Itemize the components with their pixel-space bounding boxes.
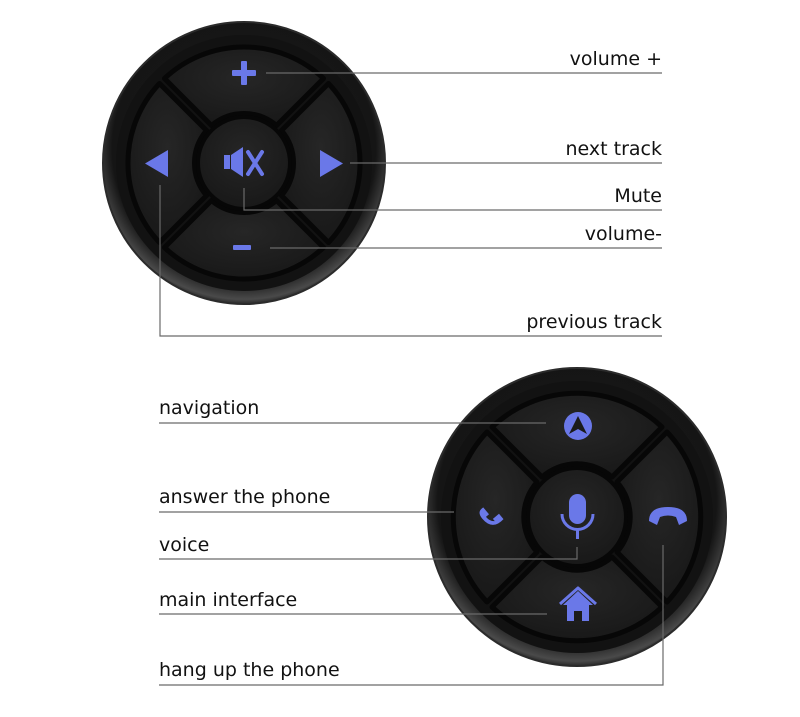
label-navigation: navigation	[159, 397, 260, 419]
triangle-left-icon	[145, 150, 168, 177]
media-remote	[102, 21, 386, 305]
triangle-right-icon	[320, 150, 343, 177]
label-volume-plus: volume +	[569, 48, 662, 70]
callout-line-hang-up	[159, 545, 664, 686]
plus-icon	[232, 61, 256, 85]
phone-remote	[427, 367, 727, 667]
callout-line-voice	[159, 547, 578, 560]
speaker-mute-icon	[224, 147, 264, 177]
label-voice: voice	[159, 534, 210, 556]
label-volume-minus: volume-	[584, 223, 662, 245]
home-icon	[559, 586, 597, 621]
label-mute: Mute	[614, 185, 662, 207]
label-next-track: next track	[565, 138, 662, 160]
label-hang-up: hang up the phone	[159, 659, 340, 681]
microphone-icon	[560, 494, 595, 539]
callout-line-mute	[243, 188, 662, 211]
label-main-interface: main interface	[159, 589, 298, 611]
hang-up-phone-icon	[649, 507, 687, 525]
navigation-arrow-icon	[564, 412, 592, 440]
callout-line-previous-track	[159, 185, 662, 337]
volume-down-button[interactable]	[162, 198, 326, 282]
label-answer-phone: answer the phone	[159, 486, 331, 508]
callout-lines	[159, 72, 664, 686]
volume-up-button[interactable]	[162, 44, 326, 128]
label-previous-track: previous track	[526, 311, 662, 333]
phone-icon	[479, 507, 504, 525]
minus-icon	[233, 245, 251, 250]
